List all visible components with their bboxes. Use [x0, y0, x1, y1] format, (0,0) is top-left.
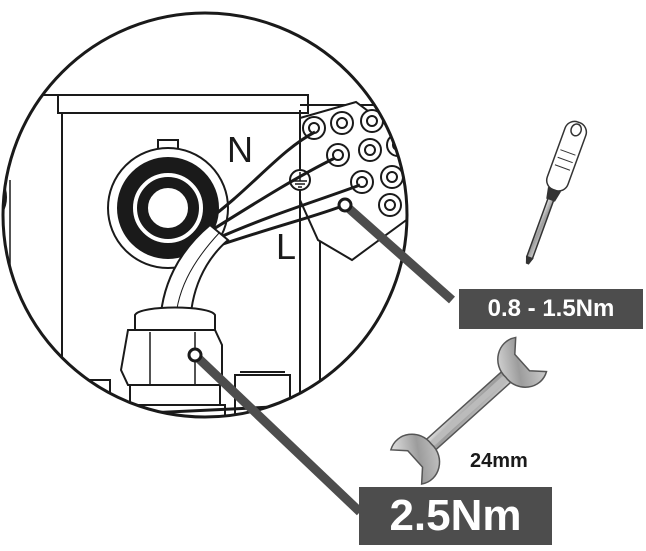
- screwdriver-icon: [525, 120, 588, 265]
- open-end-wrench-icon: [389, 336, 548, 485]
- detail-magnifier: [3, 94, 407, 417]
- wires: [204, 130, 361, 247]
- wrench-size-label: 24mm: [470, 450, 528, 472]
- leader-line-terminal: [337, 197, 455, 304]
- gland-torque-label: 2.5Nm: [359, 487, 552, 545]
- terminal-torque-label: 0.8 - 1.5Nm: [459, 289, 643, 329]
- leader-line-gland: [187, 347, 364, 516]
- terminal-block: [299, 100, 407, 262]
- neutral-label: N: [227, 129, 253, 170]
- live-label: L: [276, 226, 297, 267]
- detail-magnifier-outline: [1, 11, 409, 419]
